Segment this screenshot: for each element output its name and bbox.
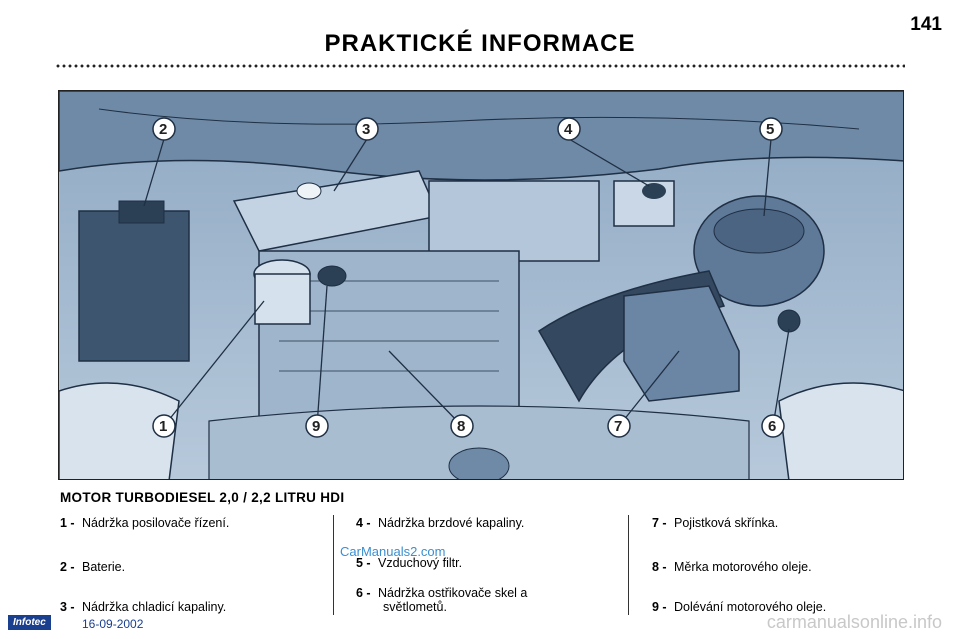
callout-markers: 1 2 3 4 5 6 7 8 9 (152, 117, 785, 438)
legend-item: 7 - Pojistková skřínka. (652, 516, 778, 530)
legend-item: 3 - Nádržka chladicí kapaliny. (60, 600, 226, 614)
callout-6: 6 (768, 418, 776, 435)
legend-number: 3 - (60, 600, 75, 614)
callout-9: 9 (312, 418, 320, 435)
legend-item: 8 - Měrka motorového oleje. (652, 560, 812, 574)
legend-text: Nádržka brzdové kapaliny. (378, 516, 525, 530)
legend-number: 2 - (60, 560, 75, 574)
callout-2: 2 (159, 121, 167, 138)
page-title: PRAKTICKÉ INFORMACE (324, 30, 636, 57)
callout-3: 3 (362, 121, 370, 138)
legend-number: 5 - (356, 556, 371, 570)
footer-watermark: carmanualsonline.info (766, 612, 942, 632)
callout-1: 1 (159, 418, 167, 435)
legend-item: 4 - Nádržka brzdové kapaliny. (356, 516, 524, 530)
brand-logo: Infotec (8, 615, 51, 630)
legend-text: Měrka motorového oleje. (674, 560, 812, 574)
legend-item: 6 - Nádržka ostřikovače skel a světlometů… (356, 586, 527, 614)
footer-date: 16-09-2002 (82, 617, 144, 631)
column-divider (628, 515, 629, 615)
legend-item: 2 - Baterie. (60, 560, 125, 574)
legend-number: 7 - (652, 516, 667, 530)
legend-text: Nádržka posilovače řízení. (82, 516, 230, 530)
callout-7: 7 (614, 418, 622, 435)
legend-number: 8 - (652, 560, 667, 574)
legend-text: Pojistková skřínka. (674, 516, 779, 530)
legend-number: 4 - (356, 516, 371, 530)
column-divider (333, 515, 334, 615)
legend-text: Nádržka ostřikovače skel a (378, 586, 528, 600)
legend-text: Nádržka chladicí kapaliny. (82, 600, 227, 614)
legend-item: 1 - Nádržka posilovače řízení. (60, 516, 229, 530)
legend-text: Baterie. (82, 560, 126, 574)
legend-number: 6 - (356, 586, 371, 600)
legend-item: 9 - Dolévání motorového oleje. (652, 600, 826, 614)
section-heading: MOTOR TURBODIESEL 2,0 / 2,2 LITRU HDI (60, 490, 345, 505)
page-number: 141 (910, 14, 942, 35)
callout-5: 5 (766, 121, 774, 138)
legend-text: Vzduchový filtr. (378, 556, 463, 570)
engine-bay-illustration: 1 2 3 4 5 6 7 8 9 (58, 90, 904, 480)
legend-item: 5 - Vzduchový filtr. (356, 556, 462, 570)
callout-4: 4 (564, 121, 573, 138)
legend-number: 1 - (60, 516, 75, 530)
callout-8: 8 (457, 418, 465, 435)
legend-text: Dolévání motorového oleje. (674, 600, 827, 614)
legend-text-continued: světlometů. (383, 600, 447, 614)
legend-number: 9 - (652, 600, 667, 614)
dotted-divider (55, 64, 905, 68)
watermark-link[interactable]: CarManuals2.com (340, 544, 446, 559)
